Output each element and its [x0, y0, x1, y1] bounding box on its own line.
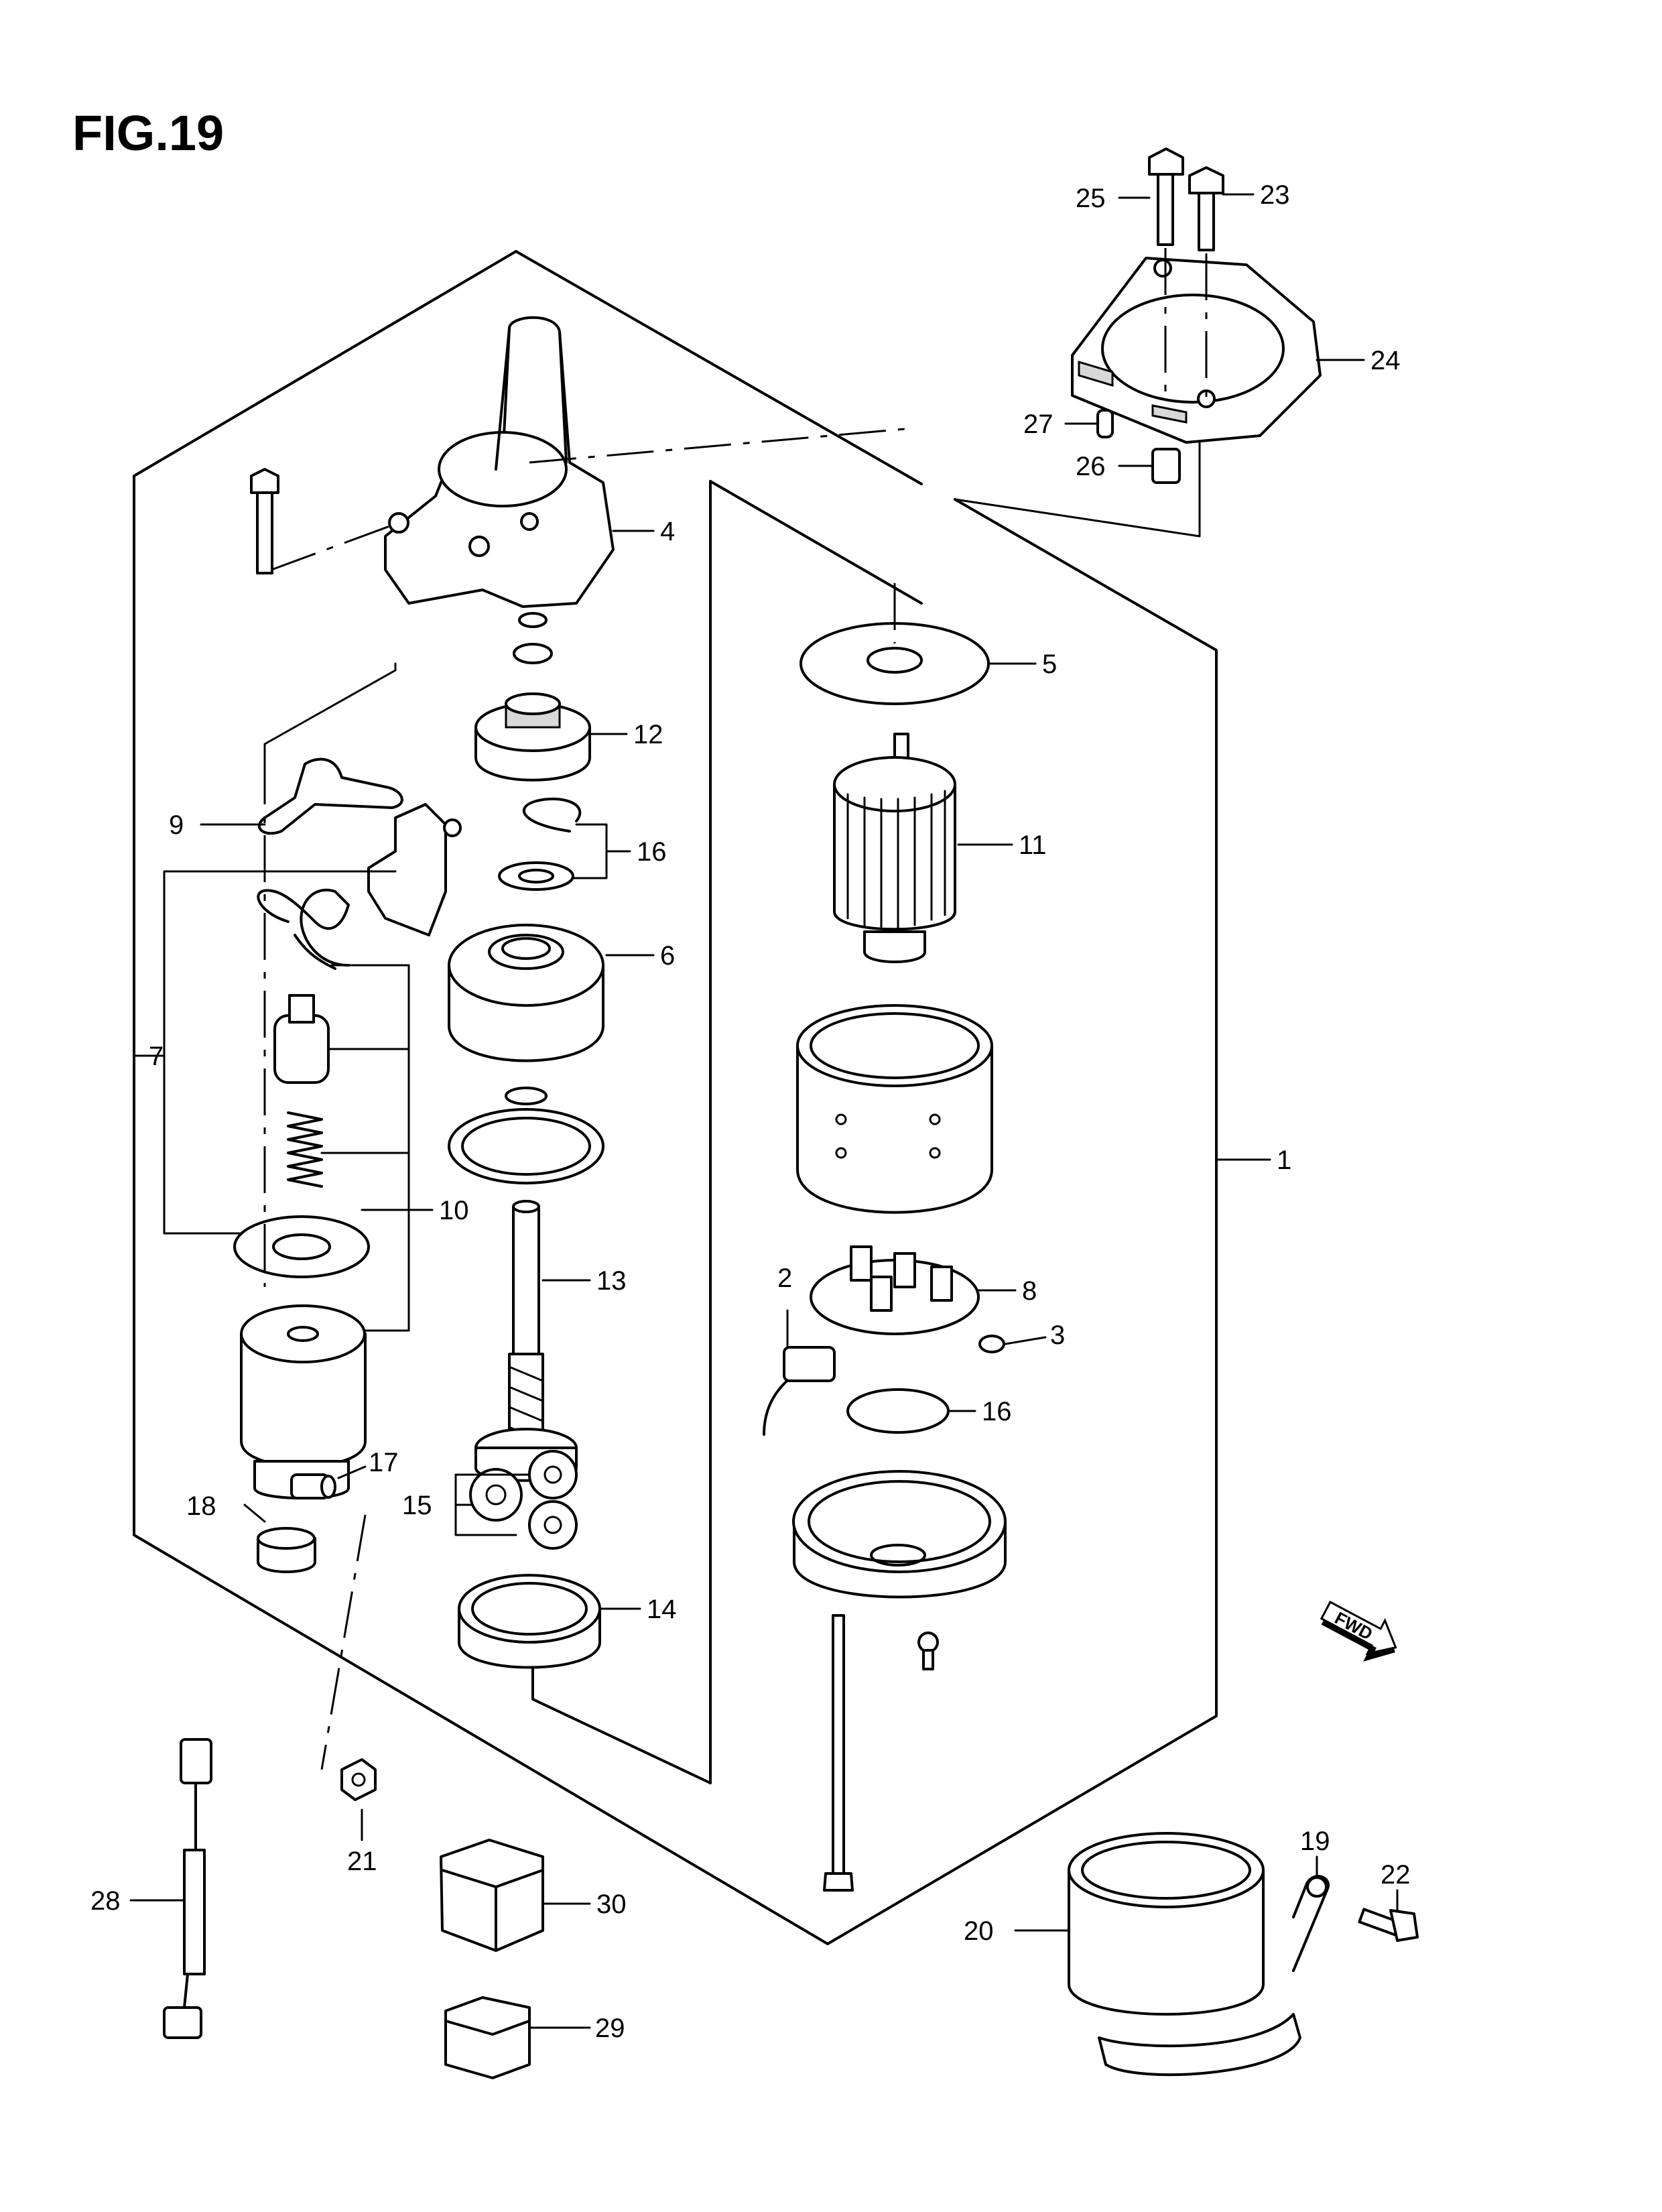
callout-12: 12 [633, 720, 663, 749]
part-23-bolt [1188, 166, 1224, 402]
part-4-drive-housing [384, 316, 615, 608]
part-5-plate [800, 583, 990, 705]
callout-22: 22 [1381, 1860, 1411, 1890]
callout-1: 1 [1277, 1146, 1291, 1175]
plunger [273, 994, 330, 1084]
field-frame-yoke [796, 1004, 993, 1214]
gasket-ring-lower [448, 1087, 604, 1184]
figure-title: FIG.19 [72, 105, 224, 161]
part-30-relay [440, 1839, 544, 1952]
callout-21: 21 [347, 1847, 377, 1876]
callout-6: 6 [660, 941, 675, 971]
part-12-pinion-clutch [474, 612, 591, 782]
part-17-terminal [290, 1473, 336, 1499]
part-2-brush-lead [763, 1346, 836, 1436]
part-3-nut [978, 1335, 1005, 1353]
part-16-snap-ring-washer [498, 797, 582, 891]
part-25-bolt [1148, 147, 1184, 402]
callout-17: 17 [369, 1448, 399, 1477]
part-27-dowel-pin [1096, 409, 1114, 438]
part-21-nut [340, 1758, 377, 1801]
callout-3: 3 [1050, 1320, 1065, 1350]
callout-20: 20 [964, 1916, 994, 1946]
callout-labels: 1 2 3 4 5 6 7 8 9 10 11 12 13 14 15 16 1… [90, 180, 1411, 2043]
part-24-bracket [1071, 257, 1322, 444]
callout-29: 29 [595, 2014, 625, 2043]
part-16-plate [846, 1388, 950, 1434]
part-29-relay [444, 1996, 531, 2079]
end-frame-screw [917, 1632, 939, 1670]
part-26-collar [1151, 448, 1181, 484]
callout-5: 5 [1042, 650, 1057, 679]
leader-lines [129, 193, 1399, 2029]
callout-30: 30 [596, 1890, 627, 1919]
callout-16-upper: 16 [637, 837, 667, 867]
part-8-brush-holder [810, 1245, 980, 1335]
part-11-armature [833, 733, 956, 963]
callout-2: 2 [777, 1264, 792, 1293]
part-14-internal-gear [458, 1574, 601, 1669]
callout-8: 8 [1022, 1276, 1037, 1306]
part-9-shift-lever [258, 757, 403, 835]
callout-28: 28 [90, 1886, 121, 1916]
callout-26: 26 [1076, 452, 1106, 481]
part-7-solenoid-contact [367, 803, 462, 936]
callout-11: 11 [1019, 831, 1047, 860]
part-22-bolt [1358, 1908, 1419, 1942]
callout-10: 10 [439, 1196, 469, 1225]
part-15-planet-gears [469, 1450, 578, 1550]
callout-15: 15 [402, 1491, 432, 1520]
assembly-outline [133, 250, 1218, 1945]
callout-14: 14 [647, 1595, 677, 1624]
callout-16-lower: 16 [982, 1397, 1012, 1426]
callout-18: 18 [186, 1491, 216, 1521]
fwd-arrow-icon: FWD [1320, 1600, 1397, 1662]
callout-23: 23 [1260, 180, 1290, 210]
part-18-retainer-clip [257, 1527, 316, 1573]
part-13-output-shaft [474, 1200, 578, 1482]
part-20-band [1068, 1832, 1301, 2077]
spring-clip-wire [257, 888, 350, 970]
part-19-clip [1292, 1875, 1330, 1972]
through-bolt [823, 1614, 854, 1892]
callout-19: 19 [1300, 1827, 1330, 1856]
callout-9: 9 [169, 810, 184, 840]
solenoid-body [240, 1304, 367, 1499]
callout-4: 4 [660, 517, 675, 546]
callout-13: 13 [596, 1266, 627, 1296]
callout-27: 27 [1023, 410, 1053, 439]
callout-24: 24 [1370, 346, 1401, 375]
end-frame [792, 1470, 1007, 1599]
return-spring [287, 1111, 323, 1188]
part-28-lead-wire [163, 1738, 212, 2039]
part-6-gear-cover [448, 924, 604, 1062]
callout-25: 25 [1076, 184, 1106, 213]
callout-7: 7 [149, 1042, 164, 1071]
solenoid-gasket [233, 1215, 370, 1278]
housing-bolt [250, 468, 399, 574]
